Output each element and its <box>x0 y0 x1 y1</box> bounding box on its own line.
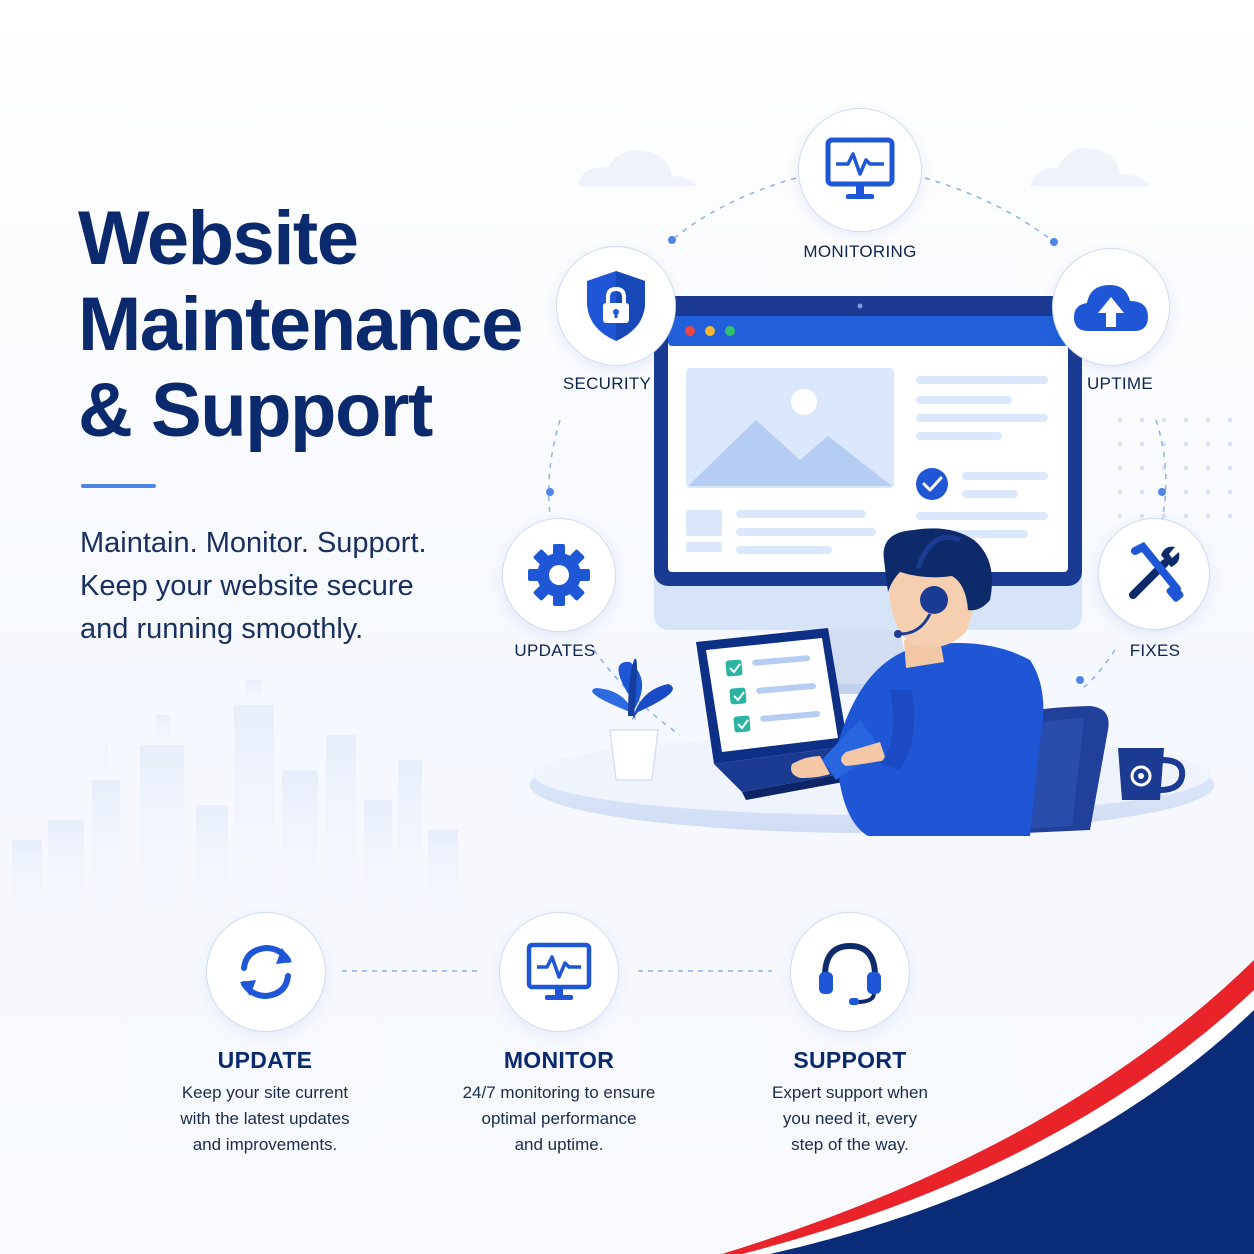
desc-line: optimal performance <box>481 1109 637 1128</box>
potted-plant <box>592 658 673 781</box>
city-skyline <box>12 680 458 920</box>
desc-line: you need it, every <box>782 1109 918 1128</box>
coffee-mug <box>1118 748 1186 800</box>
bottom-feature-monitor <box>499 912 619 1032</box>
bottom-feature-update <box>206 912 326 1032</box>
feature-label-fixes: FIXES <box>1129 641 1181 660</box>
dot-grid-decoration <box>1117 417 1233 519</box>
tagline-line-3: and running smoothly. <box>80 613 364 645</box>
desc-line: Expert support when <box>772 1083 928 1102</box>
refresh-icon <box>240 944 292 1000</box>
title-divider <box>81 484 156 488</box>
orbit-dots <box>546 236 1166 684</box>
bottom-title-update: UPDATE <box>217 1047 313 1073</box>
desc-line: with the latest updates <box>180 1109 350 1128</box>
desc-line: and improvements. <box>192 1135 338 1154</box>
bottom-title-support: SUPPORT <box>793 1047 907 1073</box>
desc-line: step of the way. <box>791 1135 909 1154</box>
support-person <box>791 528 1044 836</box>
title-line-3: & Support <box>78 368 433 453</box>
headset-icon <box>819 942 881 1005</box>
bottom-title-monitor: MONITOR <box>503 1047 615 1073</box>
shield-lock-icon <box>587 271 645 341</box>
corner-swoosh <box>722 960 1254 1254</box>
desc-line: 24/7 monitoring to ensure <box>462 1083 656 1102</box>
title-line-2: Maintenance <box>78 282 523 367</box>
feature-monitoring <box>798 108 922 232</box>
cloud-decoration <box>578 148 1150 186</box>
title-line-1: Website <box>78 196 359 281</box>
feature-label-uptime: UPTIME <box>1086 374 1154 393</box>
cloud-upload-icon <box>1074 285 1148 331</box>
feature-label-security: SECURITY <box>562 374 652 393</box>
orbit-path <box>548 177 1167 736</box>
tagline-line-1: Maintain. Monitor. Support. <box>80 527 427 559</box>
feature-updates <box>502 518 616 632</box>
feature-label-monitoring: MONITORING <box>803 242 917 261</box>
desc-line: Keep your site current <box>181 1083 349 1102</box>
bottom-desc-update: Keep your site current with the latest u… <box>135 1080 395 1158</box>
bottom-desc-monitor: 24/7 monitoring to ensure optimal perfor… <box>429 1080 689 1158</box>
feature-fixes <box>1098 518 1210 630</box>
gear-icon <box>528 544 590 606</box>
desc-line: and uptime. <box>514 1135 604 1154</box>
feature-label-updates: UPDATES <box>514 641 596 660</box>
bottom-desc-support: Expert support when you need it, every s… <box>720 1080 980 1158</box>
feature-uptime <box>1052 248 1170 366</box>
page-title: Website Maintenance & Support <box>78 196 558 454</box>
tools-icon <box>1129 541 1184 602</box>
feature-security <box>556 246 676 366</box>
desktop-monitor <box>654 296 1082 694</box>
tagline-line-2: Keep your website secure <box>80 570 414 602</box>
monitor-pulse-icon <box>825 137 895 199</box>
monitor-pulse-icon <box>526 942 592 1000</box>
tagline: Maintain. Monitor. Support. Keep your we… <box>80 522 520 651</box>
bottom-feature-support <box>790 912 910 1032</box>
